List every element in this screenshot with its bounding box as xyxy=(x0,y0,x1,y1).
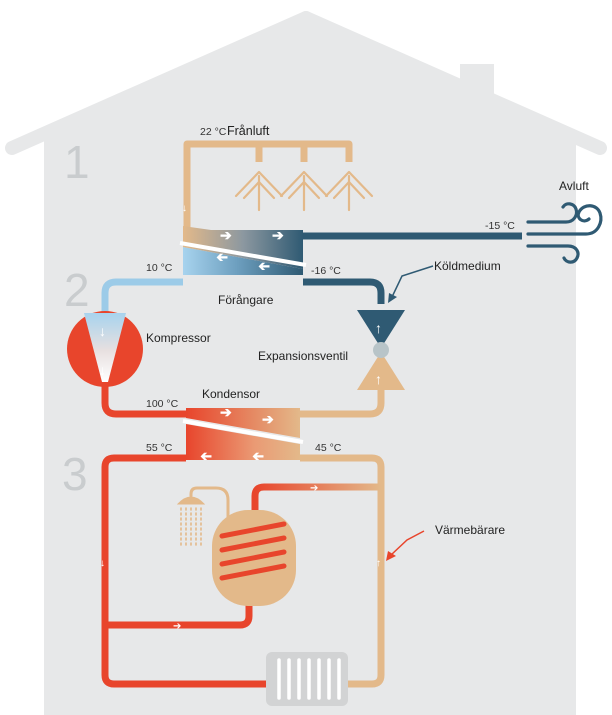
valve-icon xyxy=(357,310,405,348)
condenser-top xyxy=(186,408,300,438)
tank-top-arrow: ➔ xyxy=(310,483,318,494)
condenser-arrow-2: ➔ xyxy=(262,411,274,427)
valve-center xyxy=(373,342,389,358)
temp-condenser-in: 100 °C xyxy=(146,398,179,410)
radiator-fins xyxy=(277,658,341,700)
exhaust-air-duct xyxy=(183,140,353,236)
tank-supply-branch xyxy=(105,590,253,629)
refrigerant-suction-pipe xyxy=(101,278,183,312)
tank-return-branch xyxy=(251,483,381,560)
heating-return-pipe xyxy=(300,454,385,688)
label-avluft: Avluft xyxy=(559,179,589,193)
heating-arrow-down: ↓ xyxy=(100,558,105,569)
section-number-2: 2 xyxy=(64,264,90,316)
refrigerant-hot-pipe xyxy=(101,385,186,418)
evaporator-divider xyxy=(179,241,307,267)
evaporator-air-arrow-2: ➔ xyxy=(272,227,284,243)
temp-heating-return: 45 °C xyxy=(315,442,342,454)
temp-exhaust-out: -15 °C xyxy=(485,220,515,232)
evaporator-ref-arrow-2: ➔ xyxy=(258,259,270,275)
label-expansionsventil: Expansionsventil xyxy=(258,349,348,363)
heating-arrow-up: ↑ xyxy=(376,558,381,569)
temp-evaporator-left: 10 °C xyxy=(146,262,173,274)
refrigerant-liquid-pipe xyxy=(300,390,385,418)
evaporator-air-arrow-1: ➔ xyxy=(220,227,232,243)
condenser-divider xyxy=(182,419,304,444)
compressor-arrow-1: ↓ xyxy=(99,323,106,339)
label-varmebarare: Värmebärare xyxy=(435,523,505,537)
condenser-bottom xyxy=(186,424,300,460)
house-silhouette xyxy=(44,18,576,715)
warm-air-icon xyxy=(234,170,374,212)
exhaust-flow-arrow: ↓ xyxy=(182,203,187,214)
koldmedium-pointer xyxy=(391,265,434,298)
varmebarare-pointer xyxy=(390,530,425,556)
tank-branch-arrow: ➔ xyxy=(173,621,181,632)
compressor-cone xyxy=(84,313,126,382)
label-franluft: Frånluft xyxy=(227,124,270,138)
valve-arrow-up-1: ↑ xyxy=(375,320,382,336)
tank-coil xyxy=(219,521,287,581)
valve-arrow-up-2: ↑ xyxy=(375,371,382,387)
temp-evaporator-right: -16 °C xyxy=(311,265,341,277)
roof-right-edge xyxy=(299,11,607,155)
refrigerant-cold-pipe xyxy=(303,278,385,304)
chimney xyxy=(460,64,494,114)
section-number-1: 1 xyxy=(64,136,90,188)
condenser-arrow-1: ➔ xyxy=(220,404,232,420)
wind-icon xyxy=(526,202,603,264)
compressor-arrow-2: ↓ xyxy=(99,362,106,378)
label-kondensor: Kondensor xyxy=(202,387,260,401)
condenser-back-arrow-1: ➔ xyxy=(200,449,212,465)
evaporator-cold-side xyxy=(183,251,303,275)
temp-heating-out: 55 °C xyxy=(146,442,173,454)
temp-exhaust-in: 22 °C xyxy=(200,126,227,138)
label-kompressor: Kompressor xyxy=(146,331,211,345)
heating-supply-pipe xyxy=(101,454,266,688)
evaporator-ref-arrow-1: ➔ xyxy=(216,250,228,266)
label-koldmedium: Köldmedium xyxy=(434,259,501,273)
condenser-back-arrow-2: ➔ xyxy=(252,449,264,465)
varmebarare-pointer-head xyxy=(386,551,396,561)
shower-icon xyxy=(176,486,230,547)
section-number-3: 3 xyxy=(62,448,88,500)
roof-left-edge xyxy=(5,11,313,155)
valve-bottom xyxy=(357,352,405,390)
label-forangare: Förångare xyxy=(218,293,274,307)
koldmedium-pointer-head xyxy=(388,293,397,303)
